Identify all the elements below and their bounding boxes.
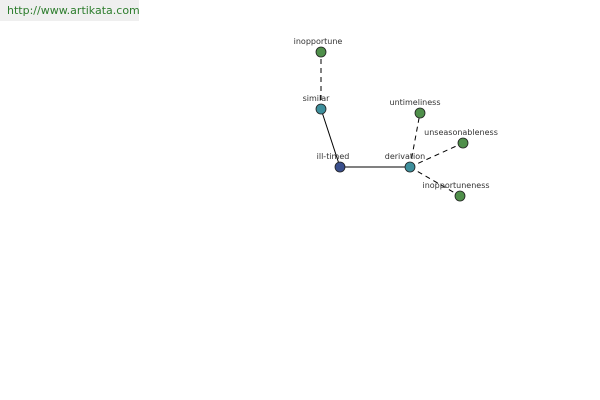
node-circle-inopportune[interactable] — [315, 46, 327, 58]
source-url-banner: http://www.artikata.com — [0, 0, 140, 21]
node-circle-unseasonableness[interactable] — [457, 137, 469, 149]
node-unseasonableness[interactable]: unseasonableness — [424, 128, 498, 149]
node-untimeliness[interactable]: untimeliness — [390, 98, 441, 119]
node-label-inopportuneness: inopportuneness — [422, 181, 489, 190]
edge-ill-timed-similar — [320, 108, 341, 168]
node-circle-similar[interactable] — [315, 103, 327, 115]
node-circle-ill-timed[interactable] — [334, 161, 346, 173]
node-circle-derivation[interactable] — [404, 161, 416, 173]
node-inopportune[interactable]: inopportune — [294, 37, 343, 58]
edges-layer — [320, 52, 464, 197]
node-similar[interactable]: similar — [303, 94, 331, 115]
node-circle-untimeliness[interactable] — [414, 107, 426, 119]
node-derivation[interactable]: derivation — [385, 152, 425, 173]
source-url-link[interactable]: http://www.artikata.com — [7, 4, 140, 17]
edge-derivation-inopportuneness — [409, 166, 461, 197]
node-ill-timed[interactable]: ill-timed — [317, 152, 350, 173]
node-label-unseasonableness: unseasonableness — [424, 128, 498, 137]
node-inopportuneness[interactable]: inopportuneness — [422, 181, 490, 202]
node-label-derivation: derivation — [385, 152, 425, 161]
edge-derivation-unseasonableness — [409, 142, 464, 168]
node-label-similar: similar — [303, 94, 331, 103]
node-circle-inopportuneness[interactable] — [454, 190, 466, 202]
nodes-layer: ill-timed similar inopportune derivation unt… — [294, 37, 498, 202]
node-label-untimeliness: untimeliness — [390, 98, 441, 107]
edge-derivation-untimeliness — [409, 112, 421, 168]
node-label-ill-timed: ill-timed — [317, 152, 350, 161]
node-label-inopportune: inopportune — [294, 37, 343, 46]
